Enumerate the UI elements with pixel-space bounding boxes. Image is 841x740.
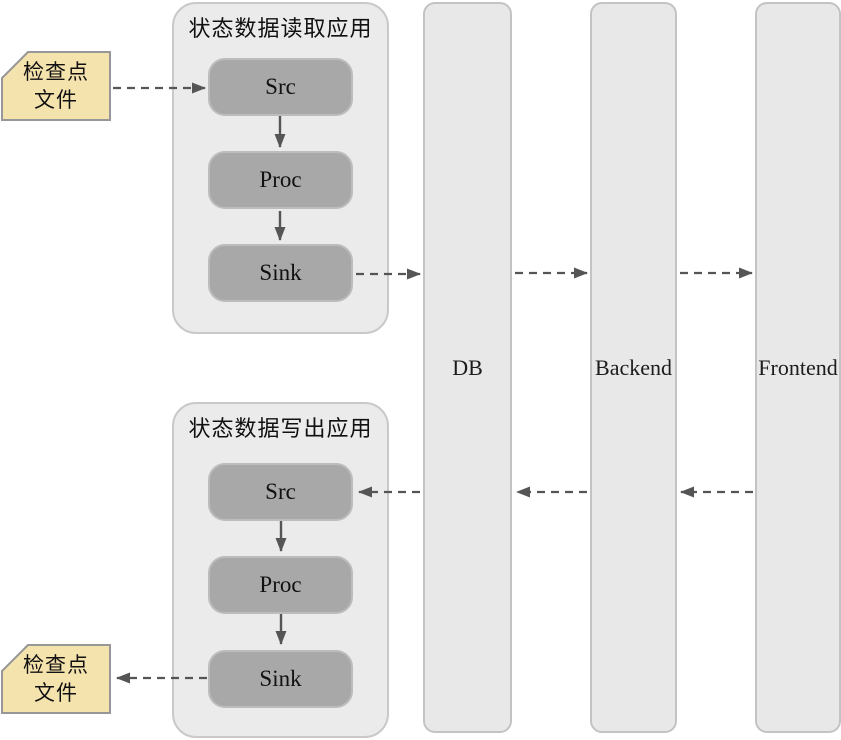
node-reader-proc: Proc	[208, 151, 353, 209]
lane-db: DB	[423, 2, 512, 733]
lane-backend-label: Backend	[595, 354, 672, 380]
lane-db-label: DB	[452, 354, 483, 380]
node-reader-src: Src	[208, 58, 353, 116]
checkpoint-file-bottom-label: 检查点 文件	[2, 651, 110, 707]
checkpoint-top-line2: 文件	[34, 88, 78, 112]
node-writer-proc: Proc	[208, 556, 353, 614]
checkpoint-bottom-line2: 文件	[34, 681, 78, 705]
node-reader-sink: Sink	[208, 244, 353, 302]
checkpoint-bottom-line1: 检查点	[23, 653, 89, 677]
app-writer-title: 状态数据写出应用	[188, 416, 373, 441]
app-container-state-reader: 状态数据读取应用 Src Proc Sink	[172, 2, 389, 334]
app-reader-title: 状态数据读取应用	[188, 16, 373, 41]
node-writer-src: Src	[208, 463, 353, 521]
checkpoint-file-top-label: 检查点 文件	[2, 58, 110, 114]
checkpoint-top-line1: 检查点	[23, 60, 89, 84]
lane-backend: Backend	[590, 2, 677, 733]
node-writer-sink: Sink	[208, 650, 353, 708]
app-container-state-writer: 状态数据写出应用 Src Proc Sink	[172, 402, 389, 738]
lane-frontend: Frontend	[755, 2, 841, 733]
lane-frontend-label: Frontend	[758, 354, 838, 380]
